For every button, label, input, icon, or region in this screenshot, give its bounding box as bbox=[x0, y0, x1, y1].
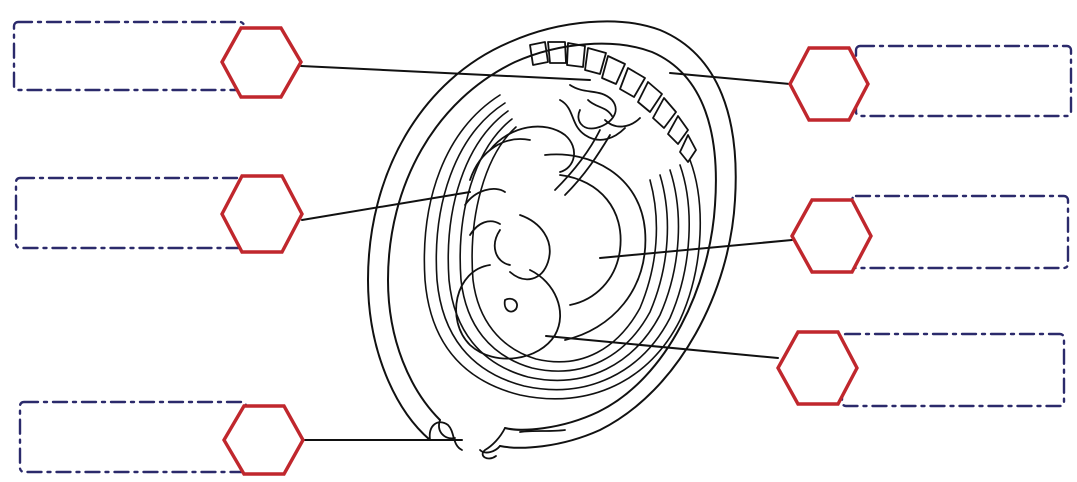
leader-line-left-2 bbox=[302, 192, 470, 220]
hexagon-marker-right-1[interactable] bbox=[790, 48, 868, 120]
answer-box-right-2[interactable] bbox=[852, 196, 1068, 268]
hexagon-marker-left-2[interactable] bbox=[222, 176, 302, 252]
hexagon-marker-left-3[interactable] bbox=[224, 406, 303, 474]
uterine-wall-outer bbox=[368, 21, 736, 447]
hexagon-marker-right-3[interactable] bbox=[778, 332, 857, 404]
answer-box-left-3[interactable] bbox=[20, 402, 246, 472]
answer-box-right-3[interactable] bbox=[842, 334, 1064, 406]
leader-line-right-2 bbox=[600, 240, 792, 258]
leader-line-left-1 bbox=[301, 66, 590, 80]
amniotic-membranes bbox=[424, 95, 700, 399]
hexagon-marker-left-1[interactable] bbox=[222, 28, 301, 97]
placenta bbox=[530, 42, 696, 162]
answer-box-left-2[interactable] bbox=[16, 178, 242, 248]
fetus bbox=[456, 127, 645, 359]
hexagon-marker-right-2[interactable] bbox=[792, 200, 871, 272]
answer-box-left-1[interactable] bbox=[14, 22, 244, 90]
uterus-illustration bbox=[368, 21, 736, 458]
answer-box-right-1[interactable] bbox=[856, 46, 1071, 116]
